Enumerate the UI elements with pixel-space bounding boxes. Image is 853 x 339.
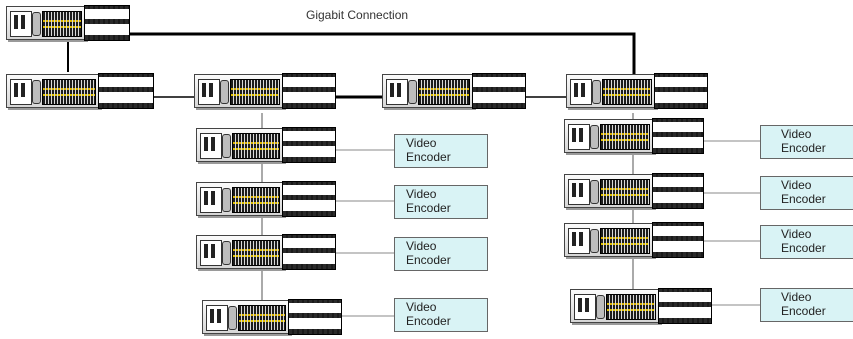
video-encoder-left-3: Video Encoder (394, 237, 488, 271)
switch-left-col-2 (196, 180, 336, 218)
video-encoder-right-2: Video Encoder (760, 176, 853, 210)
switch-left-col-4 (202, 298, 342, 336)
encoder-label-line1: Video (406, 239, 437, 253)
encoder-label-line2: Encoder (406, 201, 451, 215)
switch-right-col-4 (570, 287, 712, 325)
switch-row-3 (382, 72, 526, 110)
video-encoder-left-4: Video Encoder (394, 298, 488, 332)
video-encoder-right-1: Video Encoder (760, 125, 853, 159)
switch-row-1 (6, 72, 154, 110)
switch-right-col-2 (564, 172, 704, 210)
encoder-label-line1: Video (781, 227, 812, 241)
encoder-label-line1: Video (781, 290, 812, 304)
switch-left-col-3 (196, 233, 336, 271)
encoder-label-line2: Encoder (406, 150, 451, 164)
encoder-label-line1: Video (781, 127, 812, 141)
gigabit-connection-label: Gigabit Connection (306, 8, 409, 22)
encoder-label-line1: Video (406, 300, 437, 314)
encoder-label-line2: Encoder (781, 192, 826, 206)
switch-left-col-1 (196, 126, 336, 164)
video-encoder-right-3: Video Encoder (760, 225, 853, 259)
switch-row-2 (194, 72, 336, 110)
video-encoder-left-2: Video Encoder (394, 185, 488, 219)
video-encoder-left-1: Video Encoder (394, 134, 488, 168)
encoder-label-line2: Encoder (781, 304, 826, 318)
encoder-label-line2: Encoder (781, 241, 826, 255)
gigabit-trunk-line (124, 32, 636, 75)
switch-right-col-1 (564, 117, 704, 155)
encoder-label-line2: Encoder (406, 253, 451, 267)
encoder-label-line1: Video (406, 136, 437, 150)
root-switch (6, 4, 130, 42)
video-encoder-right-4: Video Encoder (760, 288, 853, 322)
switch-row-4 (566, 72, 708, 110)
encoder-label-line1: Video (781, 178, 812, 192)
encoder-label-line2: Encoder (781, 141, 826, 155)
encoder-label-line1: Video (406, 187, 437, 201)
switch-right-col-3 (564, 221, 704, 259)
encoder-label-line2: Encoder (406, 314, 451, 328)
